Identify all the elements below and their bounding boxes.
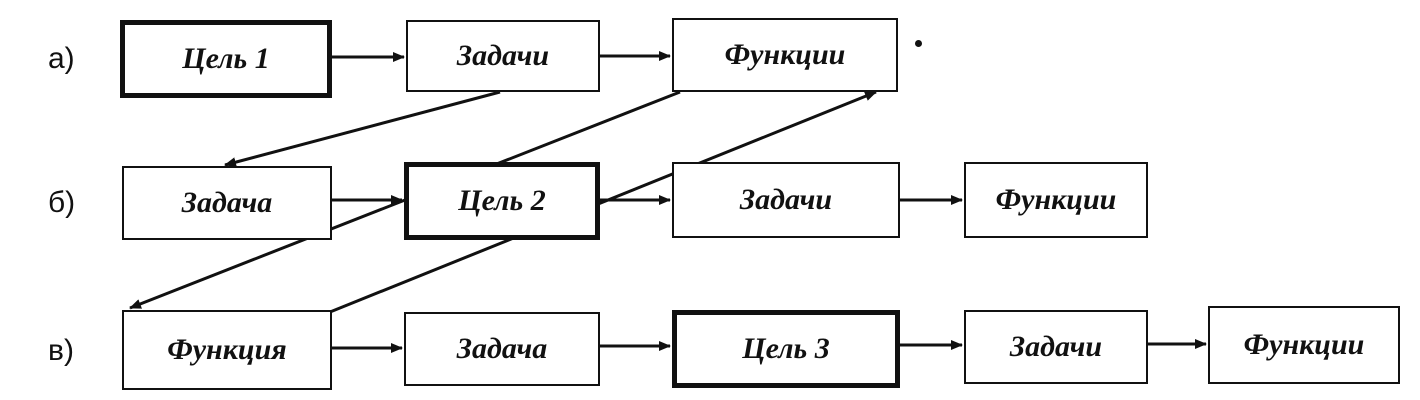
- row-c-box-functions: Функции: [1208, 306, 1400, 384]
- row-a-box-tasks: Задачи: [406, 20, 600, 92]
- row-b-box-task: Задача: [122, 166, 332, 240]
- row-c-box-tasks: Задачи: [964, 310, 1148, 384]
- row-c-box-function: Функция: [122, 310, 332, 390]
- row-a-label: а): [48, 42, 75, 75]
- row-c-box-task: Задача: [404, 312, 600, 386]
- arrow-function-c-to-functions-a: [329, 90, 877, 314]
- row-a-box-functions: Функции: [672, 18, 898, 92]
- row-b-box-tasks: Задачи: [672, 162, 900, 238]
- row-b-label: б): [48, 186, 76, 219]
- row-b-box-goal-2: Цель 2: [404, 162, 600, 240]
- row-c-label: в): [48, 334, 74, 367]
- arrow-tasks-a-to-task-b: [224, 90, 501, 168]
- row-b-box-functions: Функции: [964, 162, 1148, 238]
- row-a-box-goal-1: Цель 1: [120, 20, 332, 98]
- scan-speck: [915, 40, 922, 47]
- row-c-box-goal-3: Цель 3: [672, 310, 900, 388]
